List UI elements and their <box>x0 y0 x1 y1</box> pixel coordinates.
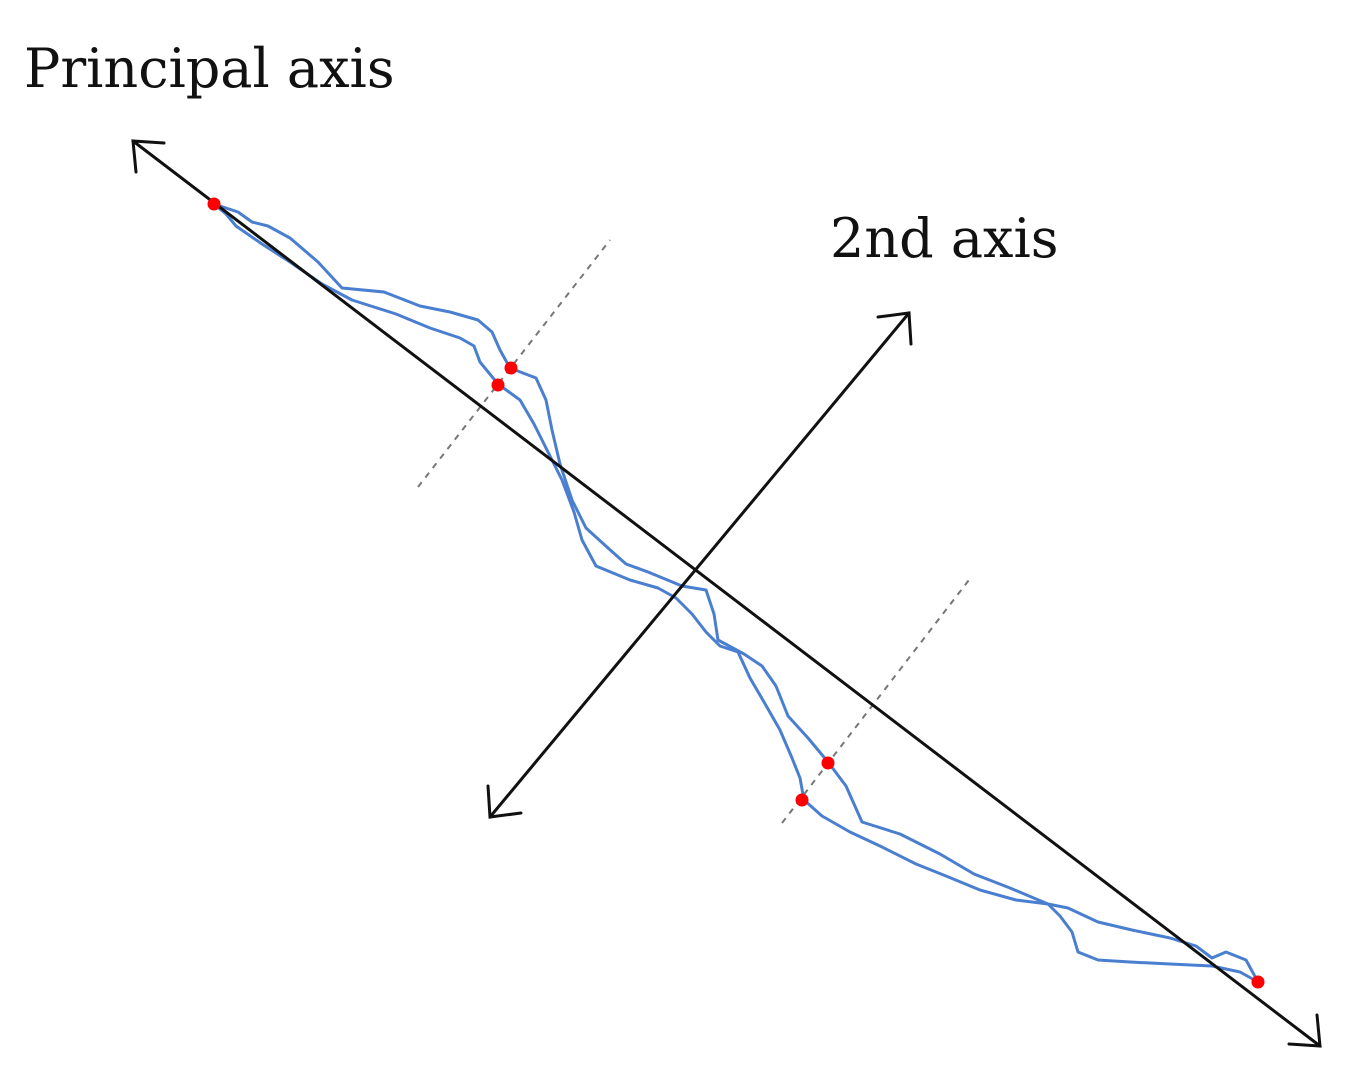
trajectory-curve-b <box>213 202 1259 984</box>
trajectory-curve-a <box>213 202 1260 983</box>
principal-axis-head-end-icon <box>1287 1013 1322 1048</box>
second-axis-head-start-icon <box>486 784 523 819</box>
sample-point-lower-b <box>795 793 809 807</box>
principal-axis-head-start-icon <box>131 139 166 174</box>
sample-point-start <box>207 197 221 211</box>
second-axis-label: 2nd axis <box>830 207 1059 270</box>
sample-point-end <box>1251 975 1265 989</box>
sample-points <box>207 197 1265 989</box>
second-axis-head-end-icon <box>876 311 913 346</box>
sample-point-upper-a <box>504 361 518 375</box>
principal-axis-arrow <box>131 139 1322 1048</box>
sample-point-lower-a <box>821 756 835 770</box>
sample-point-upper-b <box>491 378 505 392</box>
principal-axis-label: Principal axis <box>24 37 395 100</box>
second-axis-arrow <box>486 311 913 819</box>
projection-guide-lower <box>781 575 973 824</box>
